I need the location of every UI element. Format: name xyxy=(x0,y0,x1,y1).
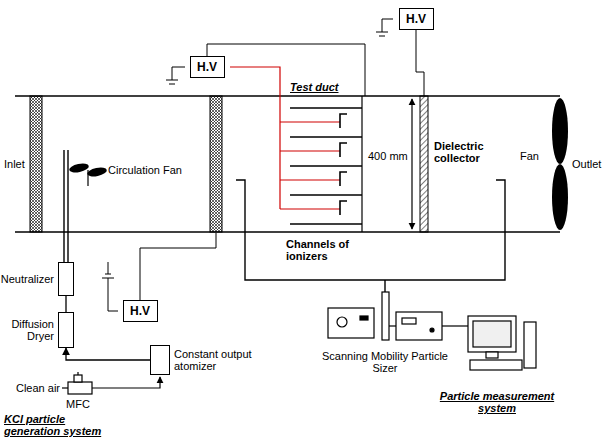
ground-symbol xyxy=(376,19,393,36)
part-label: Scanning Mobility Particle Sizer xyxy=(320,350,450,374)
tube-connector xyxy=(66,348,150,360)
part-label: Inlet xyxy=(4,158,44,170)
circulation-fan xyxy=(68,162,107,186)
high-voltage-box: H.V xyxy=(123,300,158,322)
collector-wire xyxy=(416,30,424,96)
device-label: Diffusion Dryer xyxy=(2,318,54,342)
ionizer-channel-plates xyxy=(290,96,362,232)
sample-line xyxy=(384,280,385,292)
ground-symbol xyxy=(166,67,185,84)
part-label: KCl particle generation system xyxy=(4,413,116,437)
box-label: H.V xyxy=(406,12,426,26)
dimension-arrow xyxy=(411,99,412,229)
device-box: Diffusion Dryer xyxy=(58,312,74,348)
smps-instrument xyxy=(328,292,442,340)
box-label: H.V xyxy=(197,60,217,74)
part-label: Dielectric collector xyxy=(434,140,510,164)
part-label: Fan xyxy=(520,150,550,162)
mfc-device xyxy=(68,372,92,394)
box-label: H.V xyxy=(130,304,150,318)
part-label: Test duct xyxy=(290,81,360,93)
high-voltage-box: H.V xyxy=(399,8,434,30)
device-label: Neutralizer xyxy=(0,273,54,285)
mesh-screen xyxy=(210,96,222,232)
ionizer-symbol xyxy=(340,114,347,215)
aerosol-tube xyxy=(64,150,68,262)
part-label: Channels of ionizers xyxy=(286,238,378,262)
tube-connector xyxy=(65,296,66,312)
ground-wire xyxy=(207,44,365,96)
device-box: Constant output atomizer xyxy=(150,345,170,375)
dielectric-collector xyxy=(420,96,428,232)
part-label: Clean air xyxy=(4,382,60,394)
computer xyxy=(442,316,536,370)
device-label: Constant output atomizer xyxy=(174,348,264,372)
outlet-fan xyxy=(552,98,568,230)
mfc-to-atomizer-line xyxy=(92,377,160,388)
part-label: Outlet xyxy=(572,158,606,170)
part-label: 400 mm xyxy=(368,150,410,162)
part-label: Particle measurement system xyxy=(430,390,564,414)
high-voltage-box: H.V xyxy=(190,56,225,78)
sampling-probe xyxy=(236,180,505,280)
ground-symbol xyxy=(102,262,118,311)
test-duct xyxy=(15,96,560,232)
device-box: Neutralizer xyxy=(58,262,74,296)
inlet-filter-mesh xyxy=(30,96,42,232)
clean-air-line xyxy=(62,387,68,388)
part-label: Circulation Fan xyxy=(108,164,206,176)
hv-wire xyxy=(140,233,216,300)
part-label: MFC xyxy=(62,398,94,410)
